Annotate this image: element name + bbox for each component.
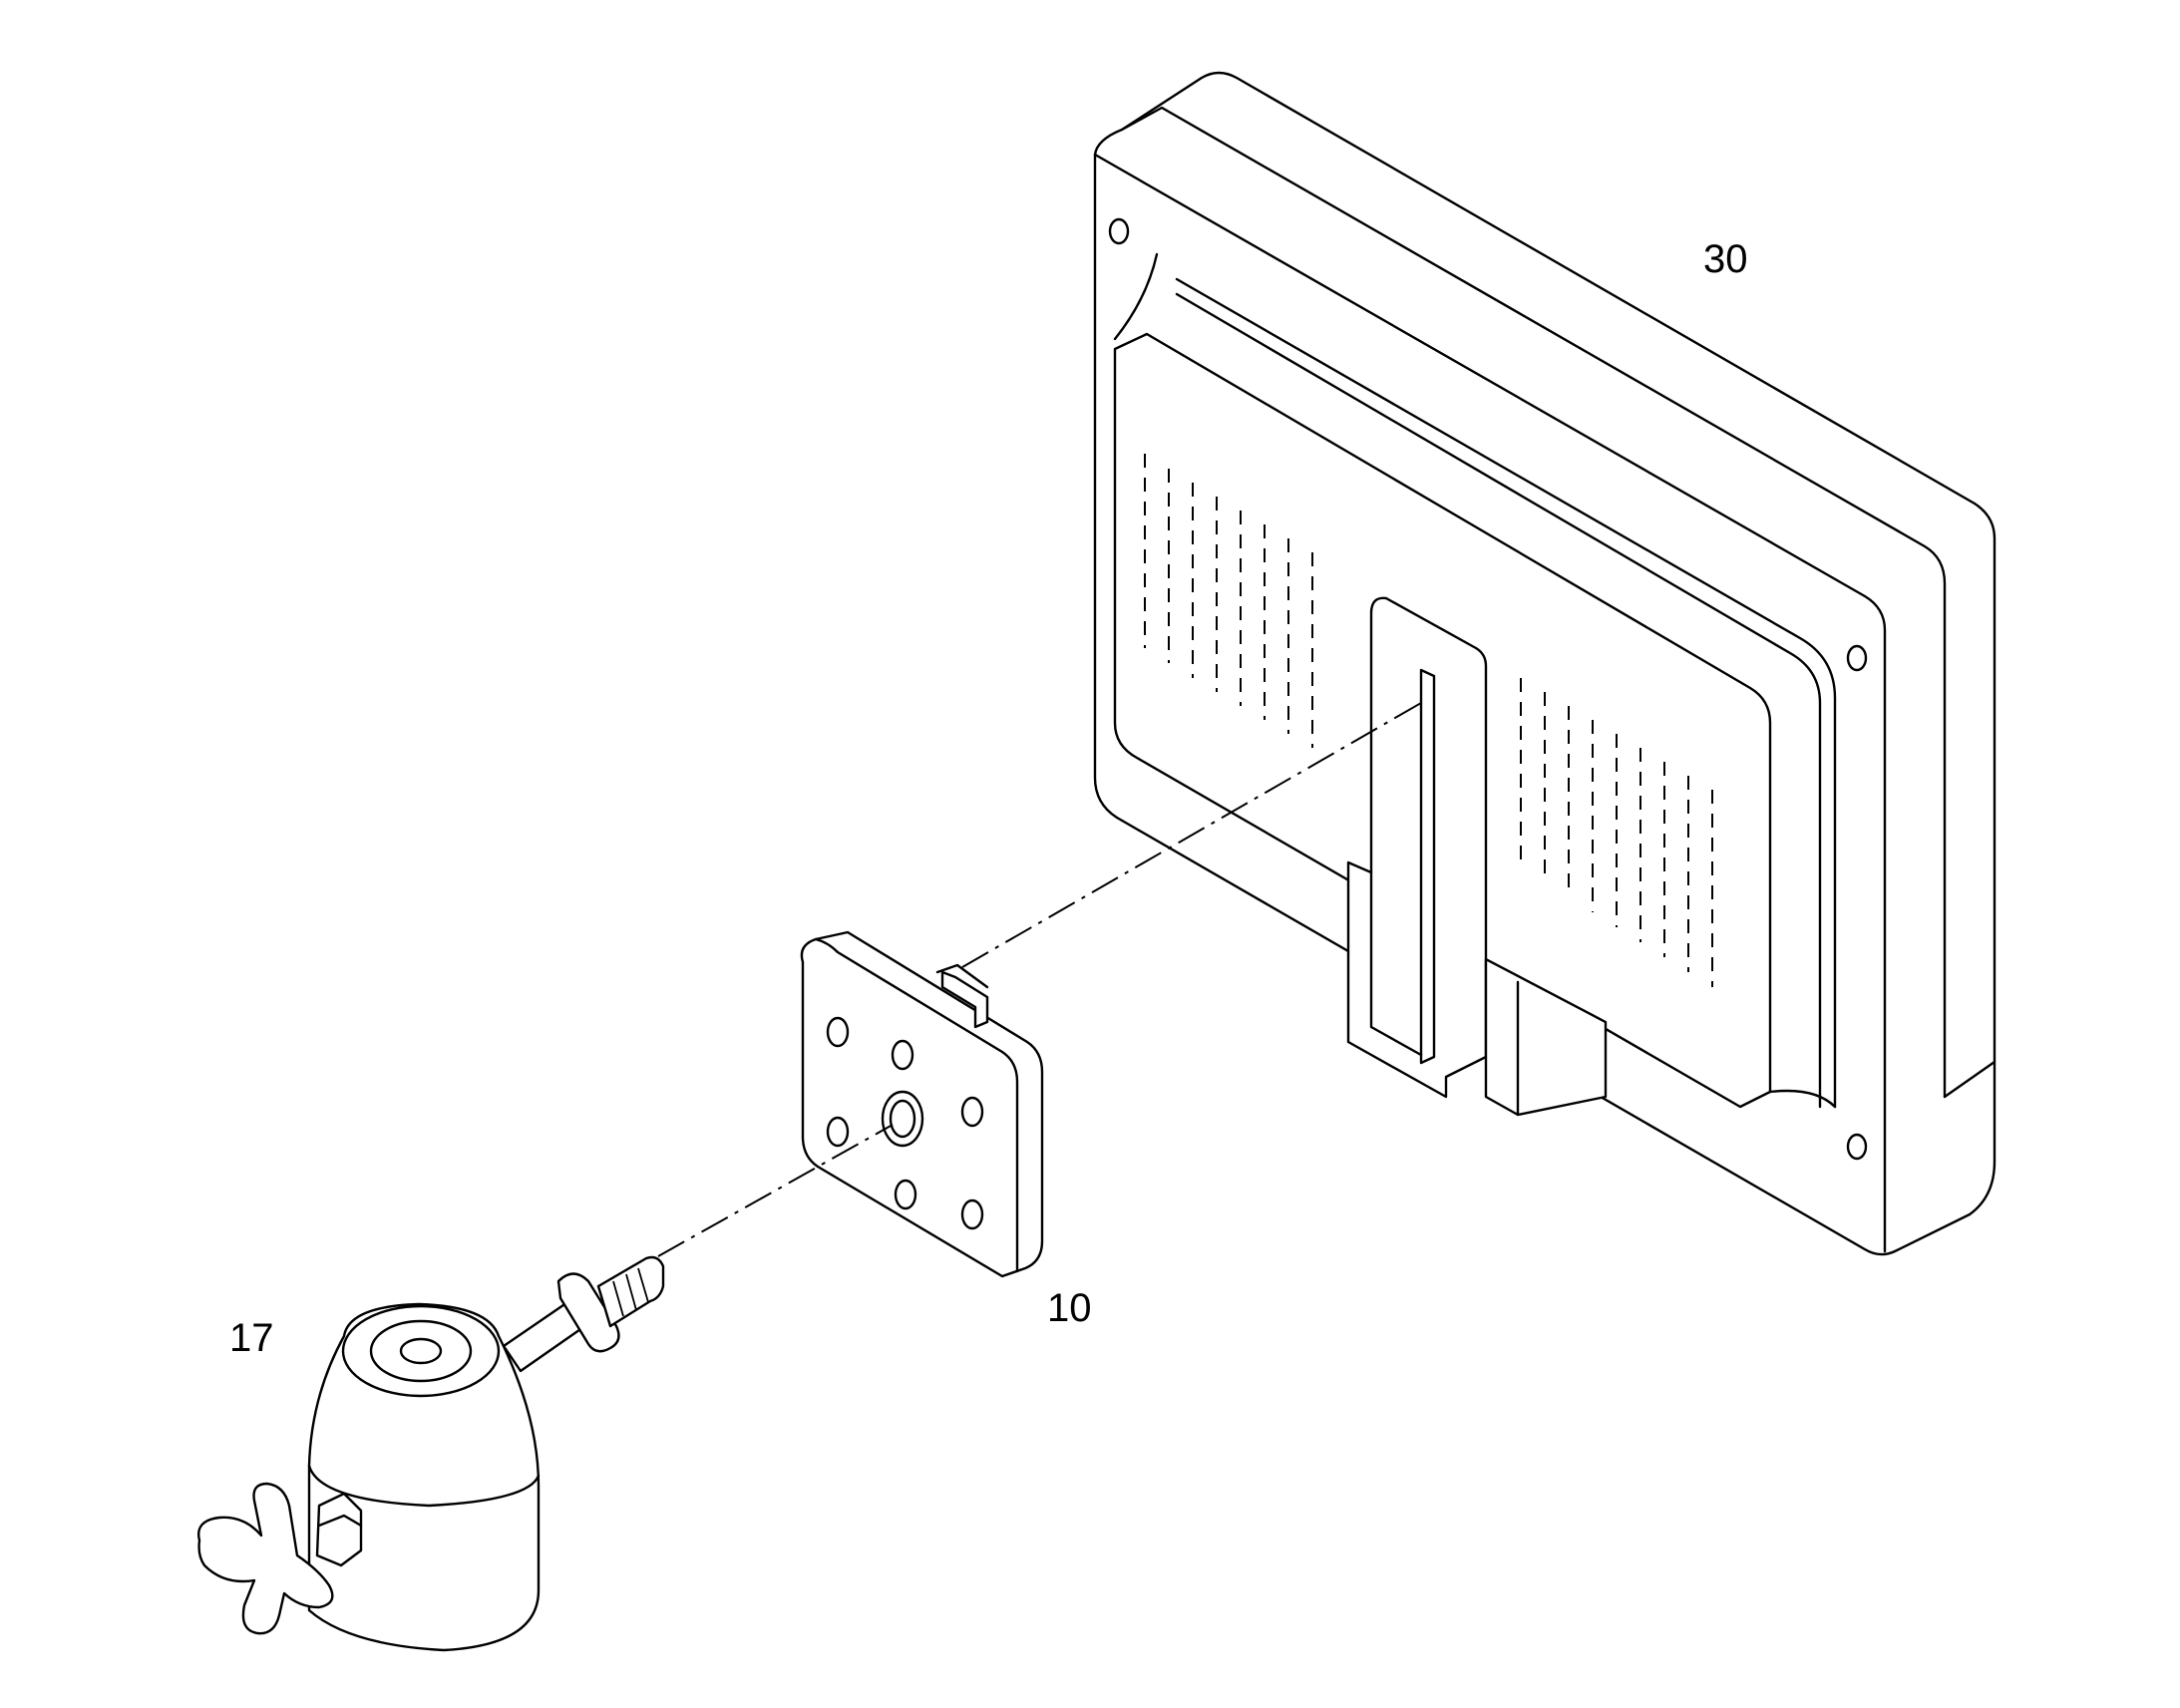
clamp-top (341, 1304, 501, 1398)
plate-hole (960, 1198, 984, 1230)
monitor-vent-left (1144, 454, 1313, 748)
monitor-vent-right (1520, 678, 1713, 987)
monitor-rail-slot (1419, 668, 1436, 1065)
monitor-top-edge (1120, 106, 1947, 1099)
monitor-contour-1 (1175, 277, 1837, 1109)
monitor-rail-edge (1369, 870, 1423, 1057)
plate-hole (894, 1179, 917, 1210)
clamp-body-band (307, 1464, 541, 1508)
monitor-mount-rail (1346, 596, 1488, 1099)
monitor-contour-4 (1768, 1089, 1837, 1109)
monitor-contour-2 (1175, 292, 1822, 1109)
monitor-inner-frame (1093, 153, 1887, 1253)
clamp-thread-lines (612, 1267, 649, 1317)
plate-tab-top (935, 963, 989, 989)
mounting-plate (800, 930, 1044, 1278)
label-monitor: 30 (1703, 237, 1748, 281)
monitor (1093, 71, 1997, 1256)
label-clamp-mount: 17 (229, 1316, 274, 1360)
monitor-screw-hole (1108, 217, 1130, 245)
plate-edge (814, 937, 1019, 1273)
clamp-top-hole (399, 1337, 443, 1365)
plate-hole (826, 1016, 850, 1048)
label-mounting-plate: 10 (1047, 1286, 1092, 1330)
monitor-screw-hole (1846, 644, 1868, 672)
clamp-stud-collar (556, 1272, 620, 1353)
plate-center-hole-inner (889, 1099, 916, 1139)
clamp-bolt-nut-edge (317, 1514, 363, 1528)
clamp-bolt-nut (315, 1492, 363, 1567)
clamp-top-ring (369, 1319, 473, 1383)
plate-center-hole (881, 1090, 924, 1148)
monitor-screw-hole (1846, 1133, 1868, 1161)
clamp-wing-knob (197, 1482, 334, 1635)
center-line-clamp-to-plate (657, 1124, 894, 1257)
plate-hole (891, 1039, 914, 1071)
monitor-side-edge (1943, 1060, 1997, 1099)
center-line-plate-to-monitor (961, 702, 1422, 968)
clamp-mount (197, 1255, 665, 1652)
plate-body (800, 930, 1044, 1278)
monitor-contour-3 (1113, 252, 1159, 341)
plate-hole (826, 1116, 850, 1148)
monitor-rail-foot (1484, 957, 1608, 1117)
plate-tab (940, 970, 989, 1029)
plate-hole (960, 1096, 984, 1128)
